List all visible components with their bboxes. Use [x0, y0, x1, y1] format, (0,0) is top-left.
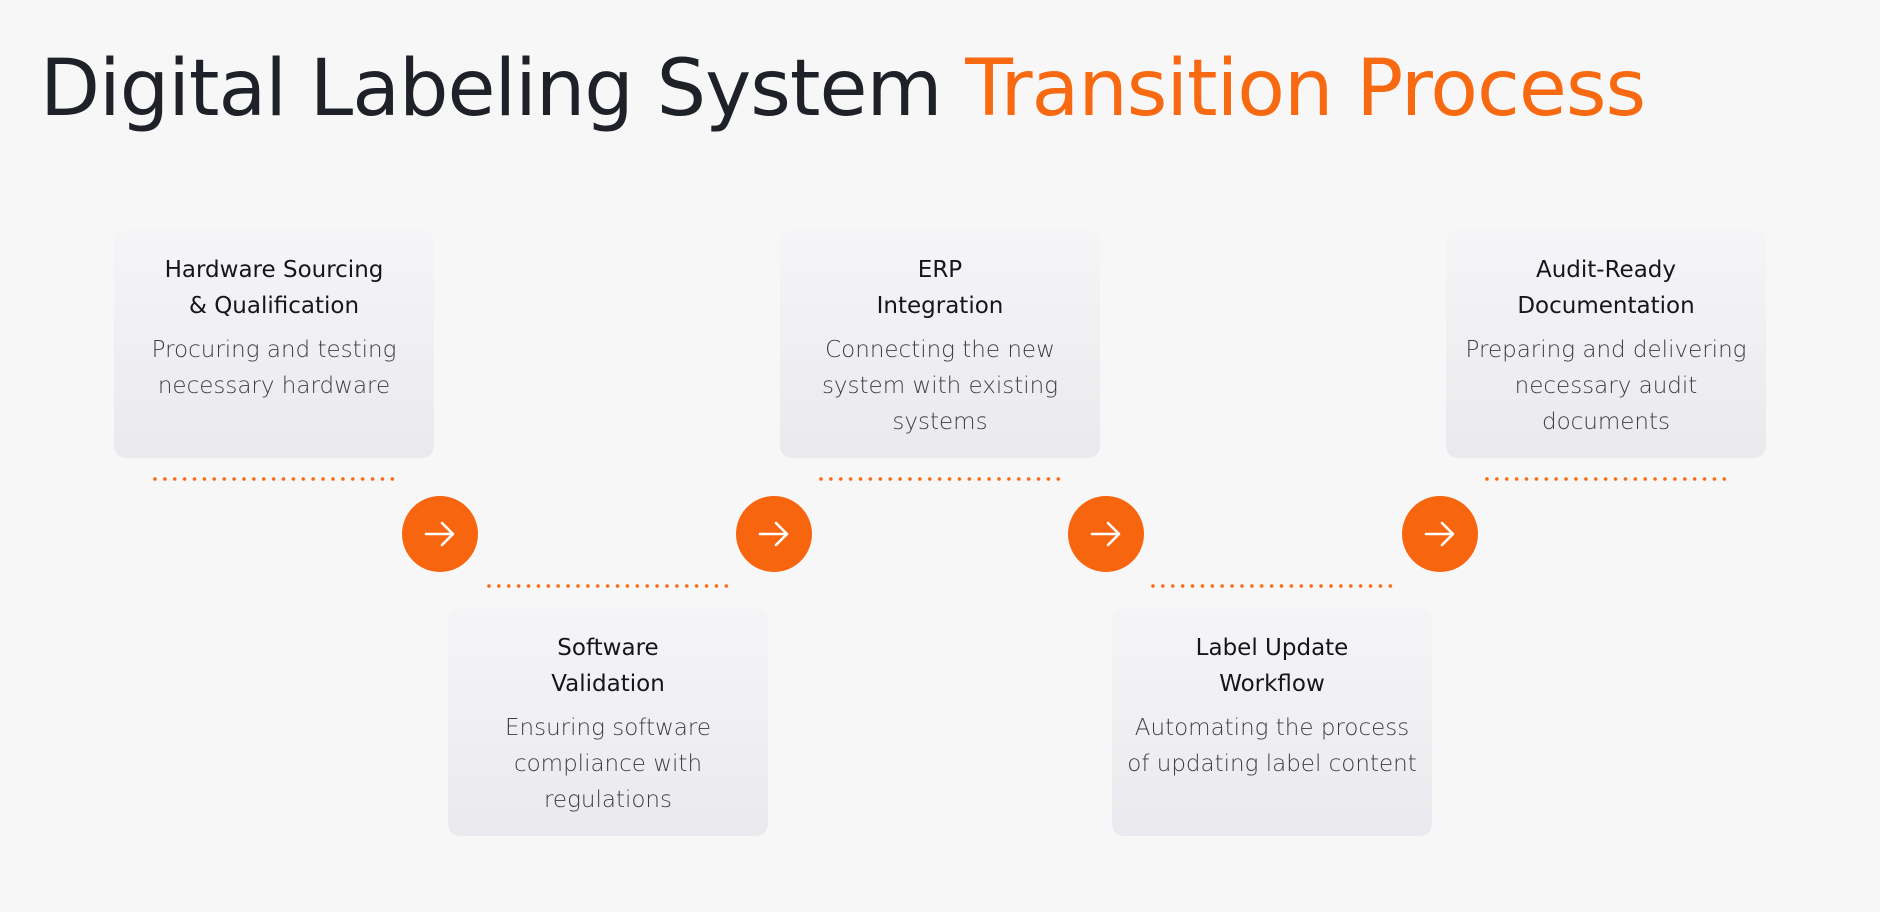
dotted-connector [816, 477, 1064, 481]
page-title: Digital Labeling System Transition Proce… [40, 34, 1860, 144]
step-title: ERP Integration [876, 257, 1004, 319]
step-description: Automating the process of updating label… [1127, 715, 1417, 777]
title-accent: Transition Process [965, 44, 1646, 134]
step-title: Audit-Ready Documentation [1517, 257, 1695, 319]
step-card-software-validation: Software Validation Ensuring software co… [448, 608, 768, 836]
step-card-audit-ready-documentation: Audit-Ready Documentation Preparing and … [1446, 230, 1766, 458]
arrow-right-icon [1402, 496, 1478, 572]
step-description: Ensuring software compliance with regula… [505, 715, 711, 813]
arrow-right-icon [402, 496, 478, 572]
step-description: Preparing and delivering necessary audit… [1465, 337, 1747, 435]
step-card-hardware-sourcing: Hardware Sourcing & Qualification Procur… [114, 230, 434, 458]
dotted-connector [1482, 477, 1730, 481]
dotted-connector [150, 477, 398, 481]
step-card-erp-integration: ERP Integration Connecting the new syste… [780, 230, 1100, 458]
dotted-connector [484, 584, 732, 588]
arrow-right-icon [1068, 496, 1144, 572]
arrow-right-icon [736, 496, 812, 572]
step-title: Label Update Workflow [1195, 635, 1349, 697]
step-title: Hardware Sourcing & Qualification [164, 257, 384, 319]
step-description: Connecting the new system with existing … [821, 337, 1059, 435]
dotted-connector [1148, 584, 1396, 588]
step-title: Software Validation [551, 635, 665, 697]
step-card-label-update-workflow: Label Update Workflow Automating the pro… [1112, 608, 1432, 836]
step-description: Procuring and testing necessary hardware [151, 337, 397, 399]
title-main: Digital Labeling System [40, 44, 966, 134]
